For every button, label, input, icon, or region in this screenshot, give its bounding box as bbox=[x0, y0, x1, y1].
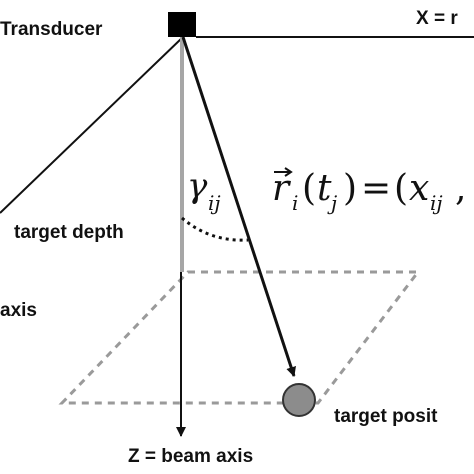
r-subscript: i bbox=[292, 191, 298, 215]
lateral-axis-line bbox=[0, 36, 184, 214]
gamma-subscript: ij bbox=[208, 191, 221, 215]
target-depth-label: target depth bbox=[14, 222, 124, 243]
t-subscript: j bbox=[327, 191, 337, 215]
position-vector-arrow bbox=[181, 36, 296, 377]
transducer-block bbox=[168, 12, 196, 37]
angle-arc bbox=[181, 216, 249, 242]
vector-r-symbol: r bbox=[272, 168, 291, 209]
vector-arrow-mark bbox=[274, 167, 293, 177]
transducer-label: Transducer bbox=[0, 19, 103, 40]
gamma-symbol: γ bbox=[187, 166, 208, 206]
x-axis-label: X = r bbox=[416, 8, 458, 29]
target-circle bbox=[282, 383, 316, 417]
target-plane bbox=[58, 270, 422, 405]
z-axis-label: Z = beam axis bbox=[128, 446, 253, 467]
comma-symbol: , bbox=[455, 168, 466, 209]
t-symbol: t bbox=[317, 168, 332, 209]
x-symbol: x bbox=[409, 168, 429, 209]
axis-label: axis bbox=[0, 300, 37, 321]
open-paren-2: ( bbox=[394, 168, 408, 209]
close-paren-1: ) bbox=[343, 168, 357, 209]
equals-sign: = bbox=[361, 168, 391, 209]
open-paren-1: ( bbox=[302, 168, 316, 209]
x-subscript: ij bbox=[430, 191, 443, 215]
target-position-label: target posit bbox=[334, 406, 438, 427]
